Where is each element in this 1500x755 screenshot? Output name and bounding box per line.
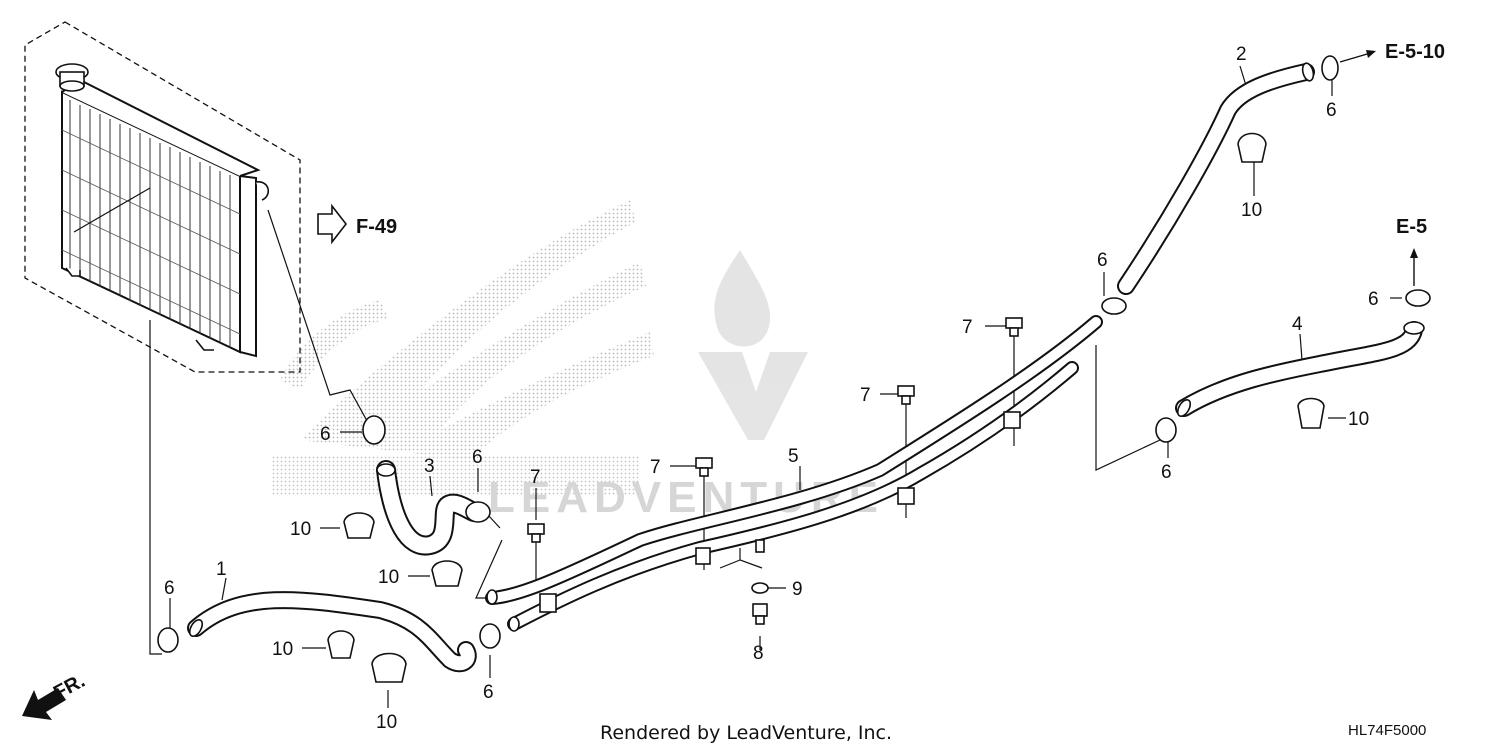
callout-10-d: 10 — [376, 712, 397, 733]
clip-10-group — [327, 132, 1325, 683]
callout-7-a: 7 — [530, 467, 541, 488]
callout-7-c: 7 — [860, 385, 871, 406]
front-arrow-icon — [22, 688, 66, 720]
hose-4 — [1175, 321, 1425, 417]
radiator-assembly — [24, 21, 301, 373]
callout-10-a: 10 — [290, 519, 311, 540]
reference-e5: E-5 — [1396, 216, 1427, 286]
callout-6-h: 6 — [1368, 289, 1379, 310]
callout-6-a: 6 — [320, 424, 331, 445]
front-indicator: FR. — [22, 670, 89, 720]
reference-e510: E-5-10 — [1339, 41, 1445, 63]
callout-8: 8 — [753, 643, 764, 664]
callout-6-b: 6 — [472, 447, 483, 468]
callout-10-f: 10 — [1348, 409, 1369, 430]
nut-8 — [752, 603, 768, 625]
ref-e510-label: E-5-10 — [1385, 41, 1445, 63]
ref-e5-label: E-5 — [1396, 216, 1427, 238]
callout-7-d: 7 — [962, 317, 973, 338]
outline-arrow-icon — [317, 203, 348, 245]
callout-7-b: 7 — [650, 457, 661, 478]
watermark-wing — [272, 200, 654, 495]
callout-3: 3 — [424, 456, 435, 477]
callout-6-g: 6 — [1326, 100, 1337, 121]
callout-6-c: 6 — [164, 578, 175, 599]
callout-10-e: 10 — [1241, 200, 1262, 221]
pipe-5 — [485, 315, 1103, 632]
reference-f49: F-49 — [317, 203, 397, 245]
callout-10-b: 10 — [378, 567, 399, 588]
clamp-6-group — [157, 55, 1431, 653]
callout-6-f: 6 — [1161, 462, 1172, 483]
callout-4: 4 — [1292, 314, 1303, 335]
callout-10-c: 10 — [272, 639, 293, 660]
callout-5: 5 — [788, 446, 799, 467]
callout-2: 2 — [1236, 44, 1247, 65]
hose-2 — [1117, 62, 1315, 295]
arrow-right-icon — [1366, 50, 1376, 58]
callout-labels: 1 2 3 4 5 6 6 6 6 6 6 6 6 7 7 7 7 8 9 10… — [164, 44, 1379, 733]
hose-1 — [187, 591, 477, 673]
callout-1: 1 — [216, 559, 227, 580]
callout-9: 9 — [792, 579, 803, 600]
diagram-code: HL74F5000 — [1348, 722, 1426, 739]
callout-6-d: 6 — [483, 682, 494, 703]
washer-9 — [751, 582, 769, 594]
hose-3 — [376, 460, 484, 556]
callout-6-e: 6 — [1097, 250, 1108, 271]
ref-f49-label: F-49 — [356, 216, 397, 238]
bolt-7-group — [527, 317, 1023, 543]
watermark-logo — [698, 250, 808, 440]
footer-credit: Rendered by LeadVenture, Inc. — [600, 722, 892, 744]
arrow-up-icon — [1410, 248, 1418, 258]
stud — [755, 539, 765, 553]
